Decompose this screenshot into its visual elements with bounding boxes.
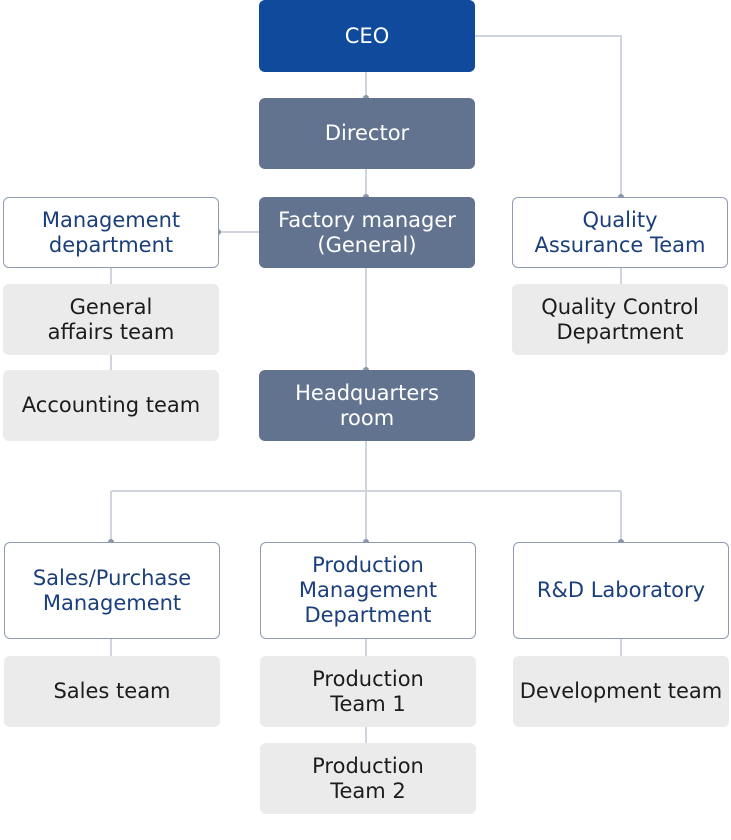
production-team-2-node: Production Team 2 (260, 743, 476, 814)
production-team-1-node: Production Team 1 (260, 656, 476, 727)
director-node: Director (259, 98, 475, 169)
ceo-node: CEO (259, 0, 475, 72)
quality-control-department-node: Quality Control Department (512, 284, 728, 355)
rd-laboratory-node: R&D Laboratory (513, 542, 729, 639)
development-team-node: Development team (513, 656, 729, 727)
management-department-node: Management department (3, 197, 219, 268)
sales-purchase-management-node: Sales/Purchase Management (4, 542, 220, 639)
general-affairs-team-node: General affairs team (3, 284, 219, 355)
ceo-qa-connector (474, 35, 622, 197)
sales-team-node: Sales team (4, 656, 220, 727)
production-management-department-node: Production Management Department (260, 542, 476, 639)
factory-manager-node: Factory manager (General) (259, 197, 475, 268)
quality-assurance-team-node: Quality Assurance Team (512, 197, 728, 268)
accounting-team-node: Accounting team (3, 370, 219, 441)
headquarters-room-node: Headquarters room (259, 370, 475, 441)
